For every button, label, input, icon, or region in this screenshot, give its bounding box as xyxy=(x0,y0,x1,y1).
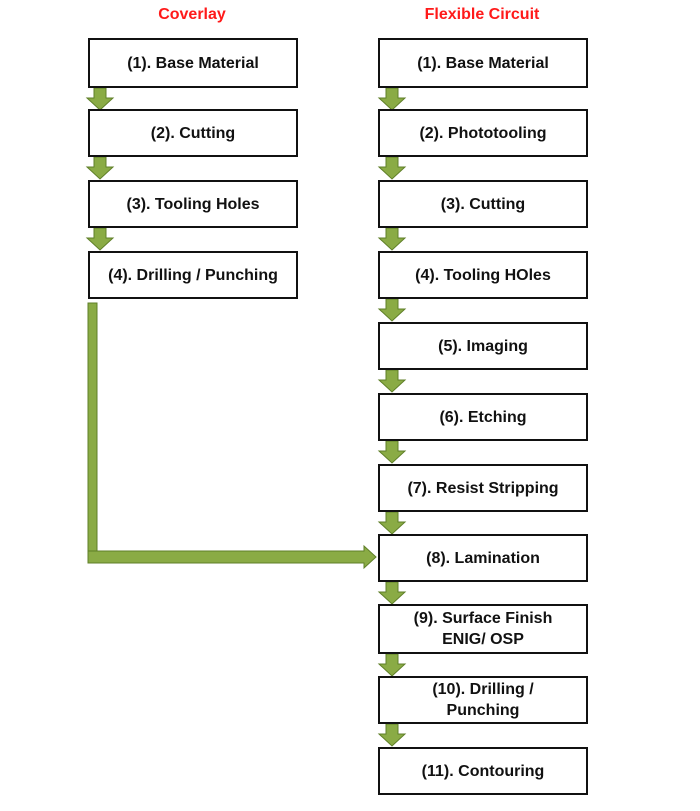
flex-step-1: (1). Base Material xyxy=(378,38,588,88)
coverlay-arrow-2 xyxy=(85,156,115,180)
flex-step-3: (3). Cutting xyxy=(378,180,588,228)
flex-arrow-5 xyxy=(377,369,407,393)
flex-step-6: (6). Etching xyxy=(378,393,588,441)
coverlay-step-2: (2). Cutting xyxy=(88,109,298,157)
flexible-circuit-column-title: Flexible Circuit xyxy=(424,6,540,23)
flex-arrow-1 xyxy=(377,87,407,111)
flex-step-7: (7). Resist Stripping xyxy=(378,464,588,512)
flex-arrow-6 xyxy=(377,440,407,464)
flex-step-5: (5). Imaging xyxy=(378,322,588,370)
flex-step-2: (2). Phototooling xyxy=(378,109,588,157)
coverlay-step-1: (1). Base Material xyxy=(88,38,298,88)
coverlay-to-lamination-arrow xyxy=(87,302,377,570)
flex-arrow-8 xyxy=(377,581,407,605)
flex-step-9: (9). Surface Finish ENIG/ OSP xyxy=(378,604,588,654)
flex-step-10: (10). Drilling / Punching xyxy=(378,676,588,724)
flex-step-11: (11). Contouring xyxy=(378,747,588,795)
coverlay-step-4: (4). Drilling / Punching xyxy=(88,251,298,299)
flex-arrow-4 xyxy=(377,298,407,322)
coverlay-arrow-3 xyxy=(85,227,115,251)
coverlay-step-3: (3). Tooling Holes xyxy=(88,180,298,228)
connector-vertical-segment xyxy=(87,302,98,556)
flex-arrow-10 xyxy=(377,723,407,747)
coverlay-column-title: Coverlay xyxy=(158,6,226,23)
flex-arrow-7 xyxy=(377,511,407,535)
flex-arrow-2 xyxy=(377,156,407,180)
flex-step-4: (4). Tooling HOles xyxy=(378,251,588,299)
flex-step-8: (8). Lamination xyxy=(378,534,588,582)
connector-horizontal-arrow xyxy=(87,544,377,570)
coverlay-arrow-1 xyxy=(85,87,115,111)
flex-arrow-3 xyxy=(377,227,407,251)
flex-arrow-9 xyxy=(377,653,407,677)
